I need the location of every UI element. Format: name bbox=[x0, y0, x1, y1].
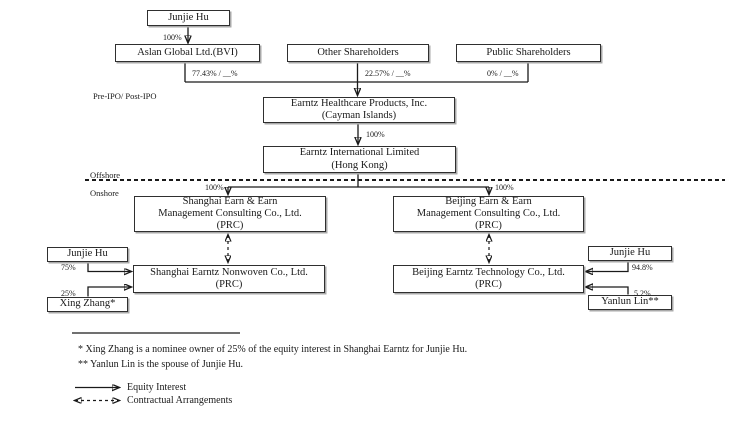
node-shanghai-nonwoven: Shanghai Earntz Nonwoven Co., Ltd. (PRC) bbox=[133, 265, 325, 293]
pct-xing-zhang: 25% bbox=[61, 289, 76, 298]
pct-cayman-to-hk: 100% bbox=[366, 130, 385, 139]
post-ipo-line: Post-IPO bbox=[125, 91, 157, 101]
node-label: Yanlun Lin** bbox=[601, 296, 659, 308]
node-label: Junjie Hu bbox=[609, 247, 651, 259]
pct-junjie-left: 75% bbox=[61, 263, 76, 272]
node-junjie-hu-left: Junjie Hu bbox=[47, 247, 128, 262]
node-label: (PRC) bbox=[475, 279, 502, 290]
node-shanghai-consulting: Shanghai Earn & Earn Management Consulti… bbox=[134, 196, 326, 232]
node-other-shareholders: Other Shareholders bbox=[287, 44, 429, 62]
node-label: (PRC) bbox=[215, 279, 243, 290]
legend-equity-label: Equity Interest bbox=[127, 382, 187, 393]
node-aslan-global: Aslan Global Ltd.(BVI) bbox=[115, 44, 260, 62]
node-label: (PRC) bbox=[216, 220, 244, 232]
node-label: Other Shareholders bbox=[317, 46, 399, 58]
node-xing-zhang: Xing Zhang* bbox=[47, 296, 128, 312]
node-label: Shanghai Earn & Earn bbox=[182, 195, 278, 207]
node-junjie-hu-right: Junjie Hu bbox=[588, 246, 672, 261]
node-earntz-international: Earntz International Limited (Hong Kong) bbox=[263, 146, 456, 173]
node-beijing-technology: Beijing Earntz Technology Co., Ltd. (PRC… bbox=[393, 265, 584, 293]
pct-hk-to-shanghai: 100% bbox=[205, 183, 224, 192]
node-earntz-healthcare: Earntz Healthcare Products, Inc. (Cayman… bbox=[263, 97, 455, 123]
edge-junjie-left-elbow bbox=[87, 262, 131, 272]
node-label: Junjie Hu bbox=[67, 248, 108, 260]
edge-junjie-right-elbow bbox=[586, 261, 629, 272]
pre-post-ipo-label: Pre-IPO/ Post-IPO bbox=[93, 91, 157, 101]
legend-contractual-label: Contractual Arrangements bbox=[127, 395, 233, 406]
node-label: Earntz International Limited bbox=[299, 147, 420, 159]
node-label: Earntz Healthcare Products, Inc. bbox=[290, 97, 428, 109]
footnote-yanlun-lin: ** Yanlun Lin is the spouse of Junjie Hu… bbox=[78, 359, 243, 370]
pct-other-ratio: 22.57% / __% bbox=[365, 69, 411, 78]
pct-hk-to-beijing: 100% bbox=[495, 183, 514, 192]
node-label: Aslan Global Ltd.(BVI) bbox=[137, 46, 238, 58]
node-label: Xing Zhang* bbox=[59, 297, 116, 309]
edge-yanlun-elbow bbox=[586, 287, 629, 295]
node-label: (Cayman Islands) bbox=[321, 110, 397, 121]
edge-xing-zhang-elbow bbox=[87, 287, 131, 297]
onshore-label: Onshore bbox=[90, 188, 119, 198]
footnote-xing-zhang: * Xing Zhang is a nominee owner of 25% o… bbox=[78, 344, 468, 355]
pct-public-ratio: 0% / __% bbox=[487, 69, 519, 78]
node-label: Public Shareholders bbox=[486, 46, 571, 58]
node-beijing-consulting: Beijing Earn & Earn Management Consultin… bbox=[393, 196, 584, 232]
node-label: (Hong Kong) bbox=[331, 159, 388, 171]
node-junjie-hu-top: Junjie Hu bbox=[147, 10, 230, 26]
node-public-shareholders: Public Shareholders bbox=[456, 44, 601, 62]
pct-yanlun: 5.2% bbox=[634, 289, 651, 298]
offshore-label: Offshore bbox=[90, 170, 121, 180]
pct-junjie-right: 94.8% bbox=[632, 263, 653, 272]
pct-aslan-ratio: 77.43% / __% bbox=[192, 69, 238, 78]
pre-ipo-line: Pre-IPO/ bbox=[93, 91, 124, 101]
node-label: Junjie Hu bbox=[168, 11, 209, 23]
pct-junjie-to-aslan: 100% bbox=[163, 33, 182, 42]
node-label: Beijing Earn & Earn bbox=[445, 195, 532, 207]
node-label: Beijing Earntz Technology Co., Ltd. bbox=[412, 266, 565, 278]
node-label: (PRC) bbox=[475, 220, 502, 232]
node-label: Shanghai Earntz Nonwoven Co., Ltd. bbox=[150, 266, 308, 278]
node-label: Management Consulting Co., Ltd. bbox=[158, 207, 302, 219]
node-label: Management Consulting Co., Ltd. bbox=[416, 207, 561, 219]
node-yanlun-lin: Yanlun Lin** bbox=[588, 295, 672, 310]
